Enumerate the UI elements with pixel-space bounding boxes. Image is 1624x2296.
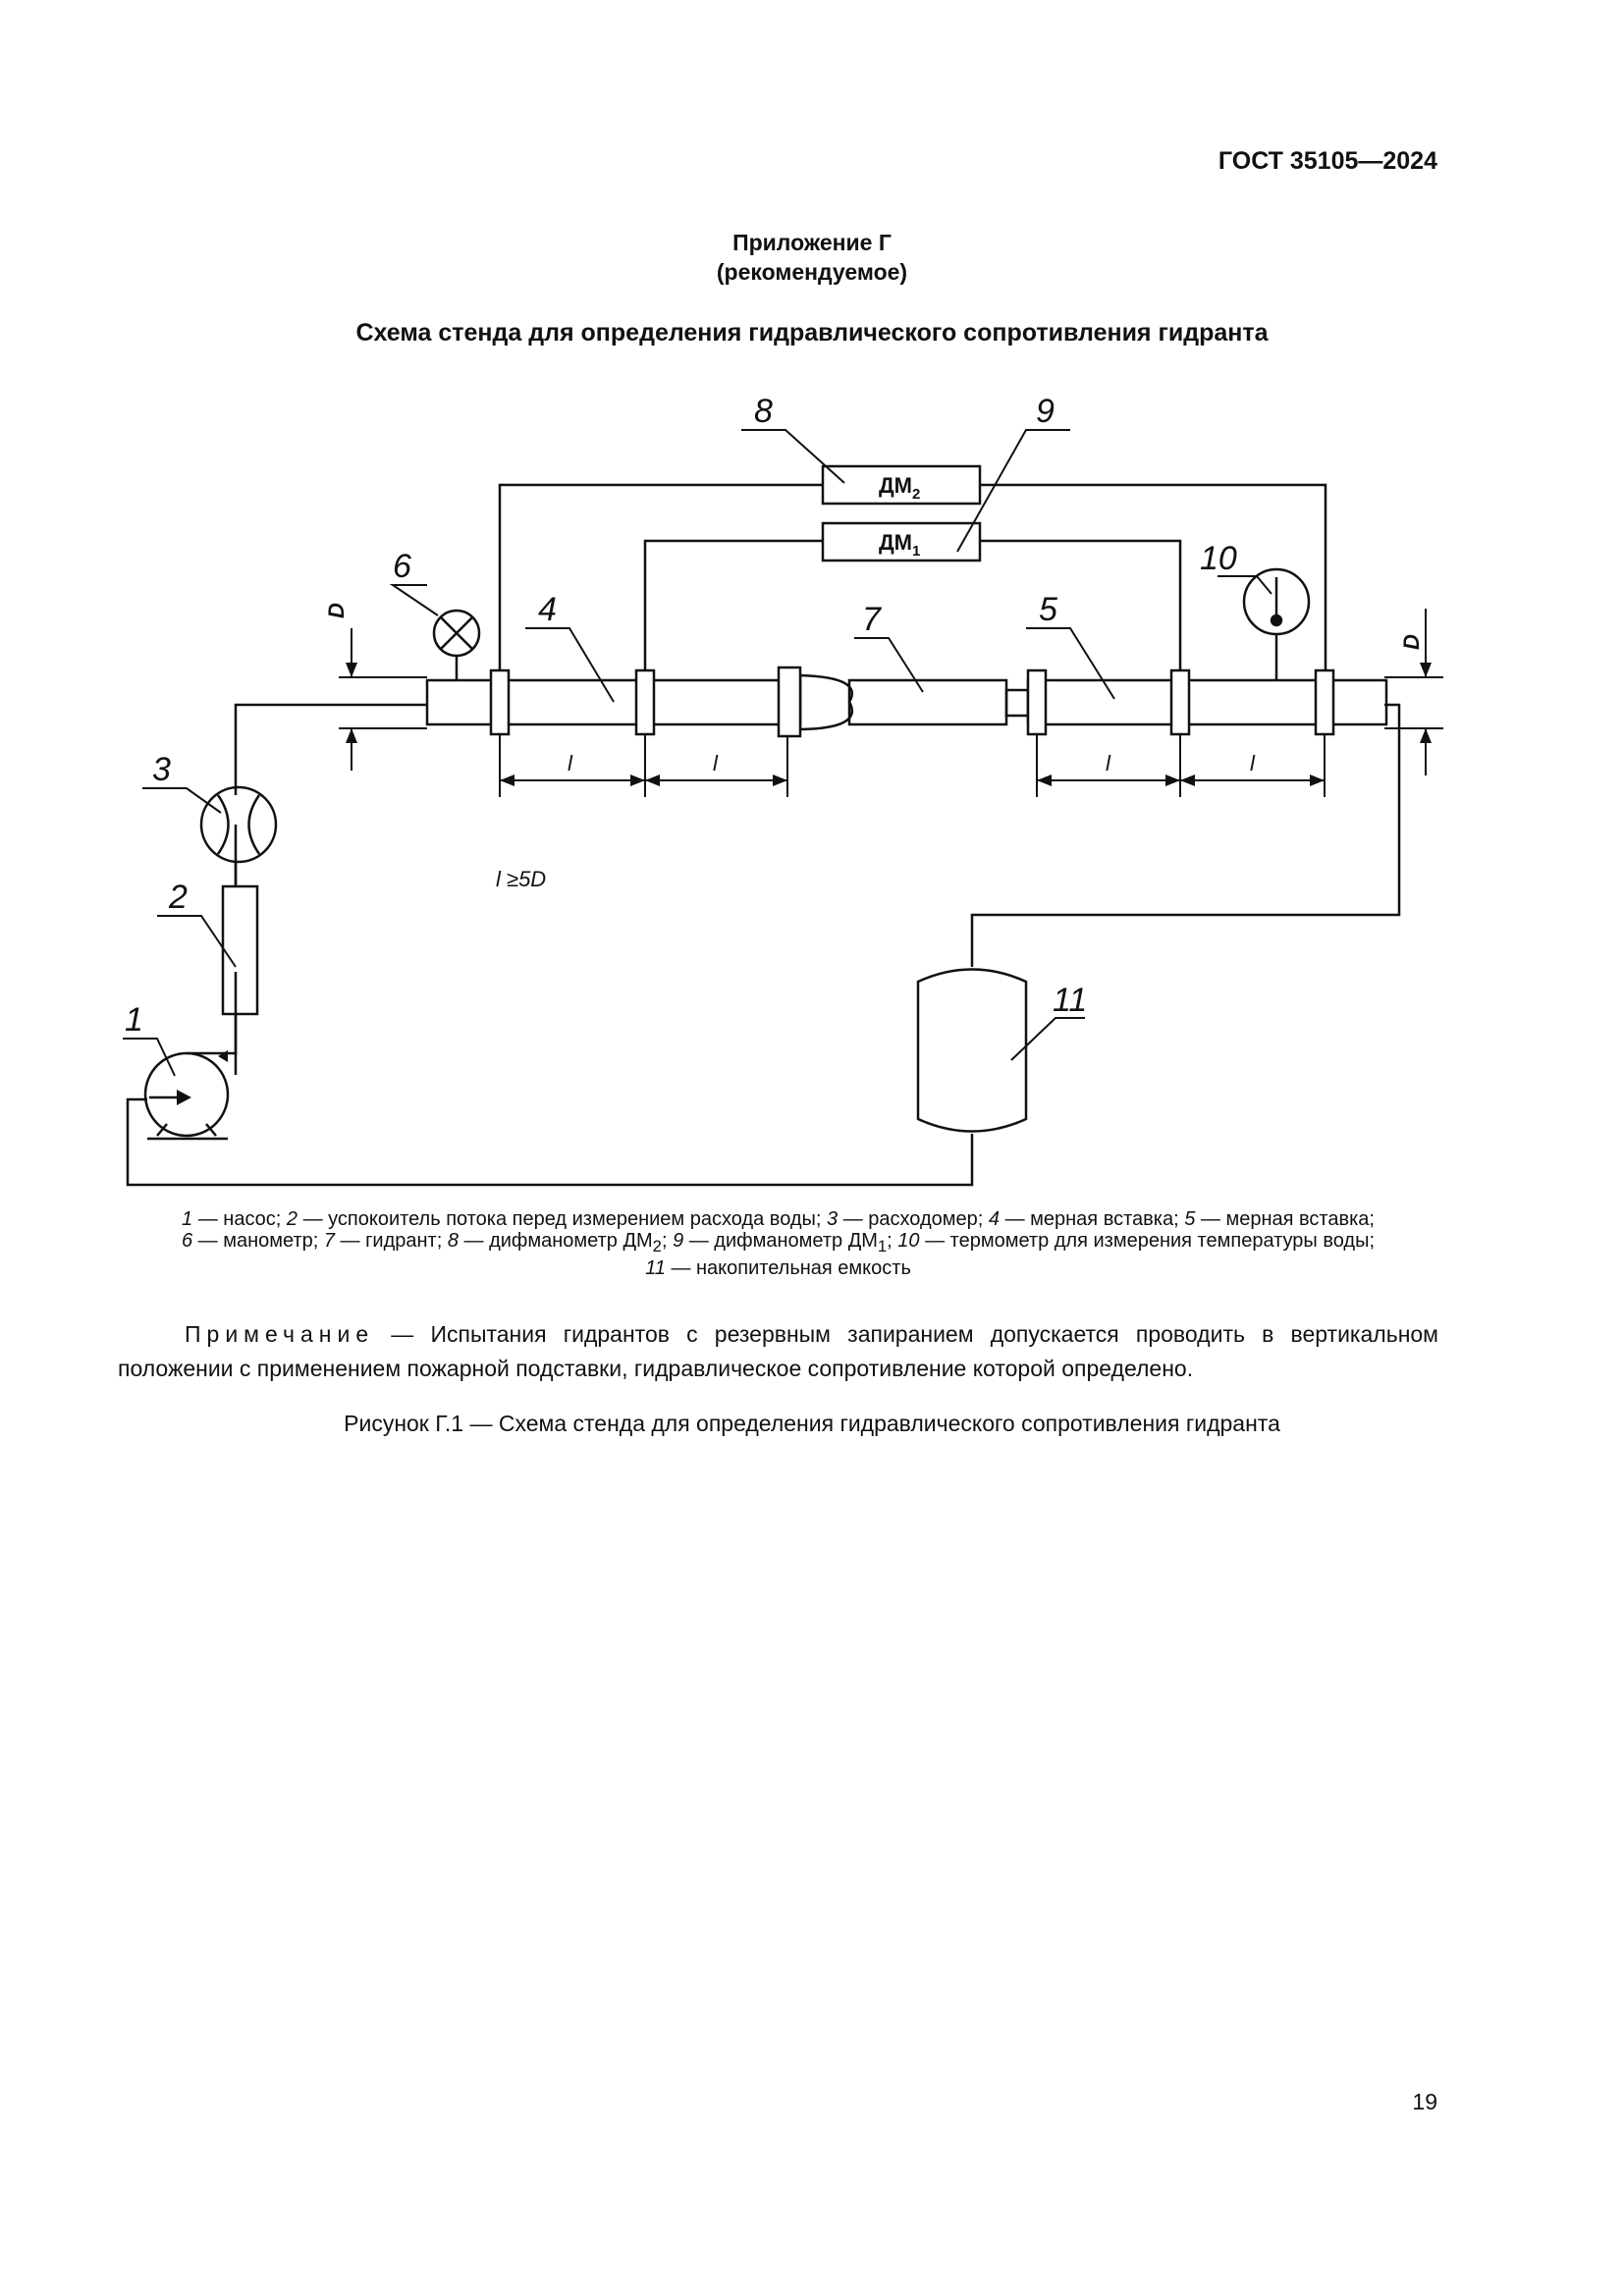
callout-3: 3 xyxy=(152,751,171,788)
legend-item: 9 — дифманометр ДМ1 xyxy=(673,1230,888,1255)
callout-5: 5 xyxy=(1039,591,1057,628)
legend-number: 9 xyxy=(673,1230,684,1252)
note-text: — Испытания гидрантов с резервным запира… xyxy=(118,1321,1438,1381)
callout-6: 6 xyxy=(393,548,411,585)
callout-4: 4 xyxy=(538,591,557,628)
legend-item: 4 — мерная вставка xyxy=(989,1208,1173,1230)
legend-item: 8 — дифманометр ДМ2 xyxy=(447,1230,662,1255)
flange xyxy=(489,668,511,736)
outlet-pipe xyxy=(970,703,1401,967)
flange xyxy=(1314,668,1335,736)
dimension-d-left-label: D xyxy=(324,603,349,618)
callout-1: 1 xyxy=(125,1001,143,1039)
annex-title: Приложение Г (рекомендуемое) xyxy=(0,228,1624,287)
flange xyxy=(634,668,656,736)
flowmeter xyxy=(199,785,278,864)
legend-number: 7 xyxy=(323,1230,335,1252)
legend-item: 1 — насос xyxy=(182,1208,276,1230)
legend-text: — накопительная емкость xyxy=(665,1257,911,1279)
legend-text: — дифманометр ДМ xyxy=(683,1230,878,1252)
legend-number: 3 xyxy=(827,1208,839,1230)
thermometer xyxy=(1242,567,1311,680)
callout-9: 9 xyxy=(1036,393,1055,430)
figure-heading: Схема стенда для определения гидравличес… xyxy=(355,319,1269,347)
callout-7: 7 xyxy=(862,601,882,638)
dm2-impulse-lines xyxy=(498,483,1327,670)
figure-caption: Рисунок Г.1 — Схема стенда для определен… xyxy=(344,1411,1280,1436)
main-pipeline xyxy=(425,673,1388,731)
legend-text: — расходомер xyxy=(838,1208,978,1230)
dm2-label: ДМ2 xyxy=(879,473,920,503)
dimension-l-label: l xyxy=(713,751,719,775)
legend-item: 5 — мерная вставка xyxy=(1184,1208,1369,1230)
flow-stabilizer xyxy=(221,884,259,1016)
legend-number: 11 xyxy=(645,1257,666,1279)
dimension-l-label: l xyxy=(1106,751,1111,775)
document-code: ГОСТ 35105—2024 xyxy=(1218,147,1437,175)
legend-item: 11 — накопительная емкость xyxy=(645,1257,911,1279)
manometer xyxy=(432,609,481,680)
dimension-d-left xyxy=(339,628,427,771)
flange xyxy=(1169,668,1191,736)
legend-subscript: 2 xyxy=(652,1237,662,1255)
legend-number: 4 xyxy=(988,1208,1001,1230)
legend-number: 5 xyxy=(1184,1208,1196,1230)
storage-tank xyxy=(916,968,1028,1133)
callout-8: 8 xyxy=(754,393,773,430)
legend-text: — дифманометр ДМ xyxy=(458,1230,653,1252)
callout-2: 2 xyxy=(168,879,188,916)
legend-number: 6 xyxy=(181,1230,193,1252)
figure-legend: 1 — насос; 2 — успокоитель потока перед … xyxy=(181,1208,1376,1279)
dm1-label: ДМ1 xyxy=(879,530,920,560)
test-bench-diagram: 1 2 3 4 5 6 7 8 9 10 11 ДМ2 ДМ1 D D l l … xyxy=(123,393,1443,1187)
flange xyxy=(1026,668,1048,736)
callout-10: 10 xyxy=(1200,540,1237,577)
callout-11: 11 xyxy=(1053,982,1087,1019)
return-pipe xyxy=(126,1097,974,1187)
flange xyxy=(777,666,802,738)
legend-number: 1 xyxy=(182,1208,193,1230)
legend-item: 10 — термометр для измерения температуры… xyxy=(897,1230,1369,1252)
dimension-d-right xyxy=(1384,609,1443,775)
annex-label: Приложение Г xyxy=(732,230,892,255)
legend-subscript: 1 xyxy=(877,1237,888,1255)
legend-item: 3 — расходомер xyxy=(827,1208,978,1230)
legend-text: — мерная вставка xyxy=(1000,1208,1174,1230)
length-rule: l ≥5D xyxy=(496,867,546,891)
legend-text: — успокоитель потока перед измерением ра… xyxy=(298,1208,816,1230)
legend-number: 10 xyxy=(897,1230,920,1252)
legend-text: — термометр для измерения температуры во… xyxy=(919,1230,1370,1252)
supply-pipe xyxy=(234,703,427,1075)
legend-number: 8 xyxy=(447,1230,459,1252)
legend-item: 7 — гидрант xyxy=(324,1230,437,1252)
note: Примечание — Испытания гидрантов с резер… xyxy=(118,1317,1438,1386)
legend-text: — мерная вставка xyxy=(1195,1208,1370,1230)
note-label: Примечание xyxy=(185,1321,375,1347)
dimension-l-lines xyxy=(499,734,1326,797)
pump xyxy=(143,1051,236,1141)
dimension-l-label: l xyxy=(568,751,573,775)
dm1-impulse-lines xyxy=(643,539,1182,670)
page-number: 19 xyxy=(1412,2089,1437,2114)
legend-number: 2 xyxy=(286,1208,298,1230)
legend-item: 6 — манометр xyxy=(182,1230,313,1252)
dimension-d-right-label: D xyxy=(1399,634,1424,650)
legend-item: 2 — успокоитель потока перед измерением … xyxy=(287,1208,816,1230)
annex-status: (рекомендуемое) xyxy=(716,259,908,285)
legend-text: — насос xyxy=(192,1208,276,1230)
legend-text: — манометр xyxy=(192,1230,313,1252)
dimension-l-label: l xyxy=(1250,751,1256,775)
legend-text: — гидрант xyxy=(335,1230,437,1252)
leader-lines xyxy=(123,429,1272,1077)
